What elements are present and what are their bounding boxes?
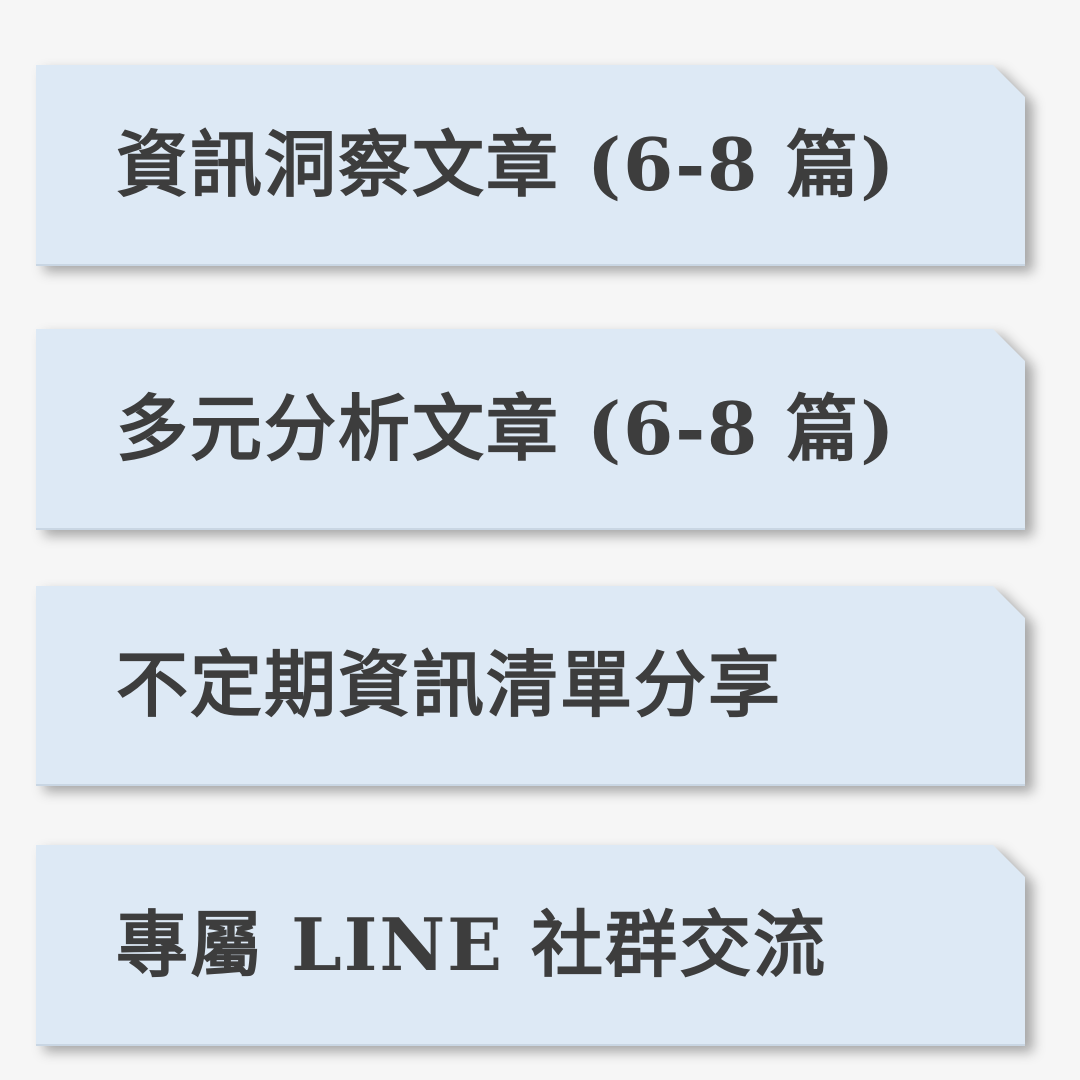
feature-card-analysis-articles: 多元分析文章 (6-8 篇) [36, 329, 1025, 530]
feature-card-label: 資訊洞察文章 (6-8 篇) [116, 121, 897, 207]
feature-card-line-community: 專屬 LINE 社群交流 [36, 845, 1025, 1046]
feature-card-shadow: 不定期資訊清單分享 [36, 586, 1025, 786]
feature-card-label: 多元分析文章 (6-8 篇) [116, 385, 897, 471]
feature-card-resource-lists: 不定期資訊清單分享 [36, 586, 1025, 786]
feature-card-shadow: 專屬 LINE 社群交流 [36, 845, 1025, 1046]
feature-card-insight-articles: 資訊洞察文章 (6-8 篇) [36, 65, 1025, 266]
feature-card-shadow: 資訊洞察文章 (6-8 篇) [36, 65, 1025, 266]
feature-card-label: 專屬 LINE 社群交流 [116, 901, 828, 987]
feature-card-shadow: 多元分析文章 (6-8 篇) [36, 329, 1025, 530]
feature-card-label: 不定期資訊清單分享 [116, 642, 783, 727]
